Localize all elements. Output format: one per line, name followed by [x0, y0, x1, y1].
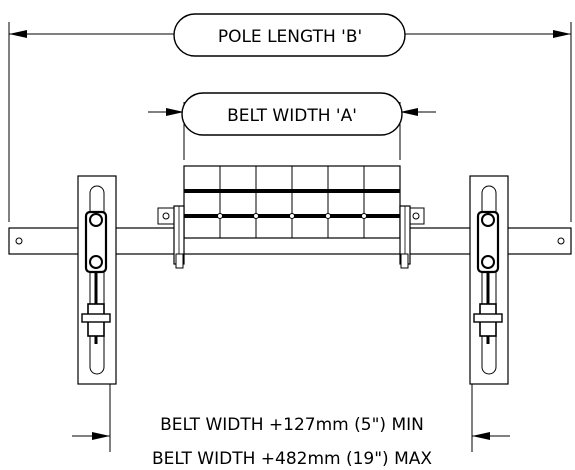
belt-right-arrow [400, 108, 418, 116]
belt-width-dimension: BELT WIDTH 'A' [148, 92, 436, 160]
spacing-left-arrow [92, 432, 110, 440]
pole-left-arrow [9, 30, 27, 38]
pole-right-arrow [553, 30, 571, 38]
blade-segment-dividers [219, 166, 365, 238]
belt-width-label: BELT WIDTH 'A' [227, 106, 357, 126]
right-mount [469, 175, 509, 385]
pole-length-label-box [173, 13, 406, 57]
pole-length-label: POLE LENGTH 'B' [218, 27, 362, 47]
right-end-bracket [399, 205, 425, 269]
pole-left-hole [15, 237, 23, 245]
left-end-bracket [157, 205, 185, 269]
left-mount [77, 175, 117, 385]
blade-assembly [183, 165, 401, 239]
belt-width-label-box [181, 92, 403, 136]
belt-left-arrow [166, 108, 184, 116]
pole-length-dimension: POLE LENGTH 'B' [8, 13, 572, 222]
blade-bolts [217, 213, 367, 219]
spacing-right-arrow [472, 432, 490, 440]
min-spacing-note: BELT WIDTH +127mm (5") MIN [160, 415, 424, 435]
max-spacing-note: BELT WIDTH +482mm (19") MAX [152, 449, 432, 469]
pole-right-hole [557, 237, 565, 245]
mount-spacing-dimension: BELT WIDTH +127mm (5") MIN BELT WIDTH +4… [72, 384, 510, 469]
